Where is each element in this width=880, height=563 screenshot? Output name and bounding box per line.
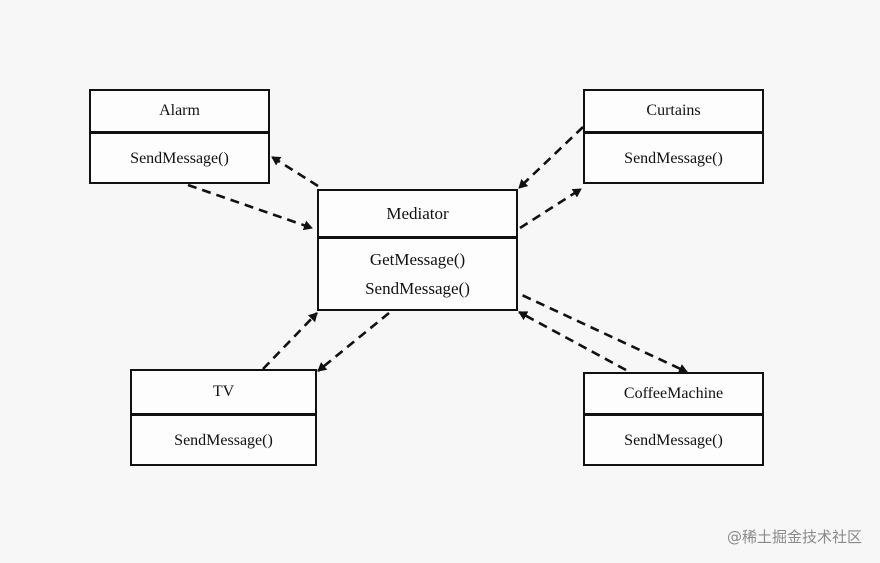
coffee-machine-op-send-message: SendMessage(): [624, 431, 723, 449]
coffee-machine-class-name: CoffeeMachine: [585, 374, 762, 416]
edge-alarm-to-mediator: [187, 183, 313, 231]
alarm-op-send-message: SendMessage(): [130, 149, 229, 167]
edges-layer: [187, 126, 688, 374]
edge-mediator-to-coffee: [508, 287, 688, 374]
edge-tv-to-mediator: [262, 312, 318, 370]
edge-mediator-to-alarm: [271, 155, 319, 188]
tv-class-name: TV: [132, 371, 315, 416]
tv-class-box[interactable]: TV SendMessage(): [130, 369, 317, 466]
curtains-class-box[interactable]: Curtains SendMessage(): [583, 89, 764, 184]
mediator-op-send-message: SendMessage(): [365, 279, 470, 298]
alarm-operations: SendMessage(): [91, 134, 268, 182]
mediator-class-name: Mediator: [319, 191, 516, 239]
curtains-operations: SendMessage(): [585, 134, 762, 182]
alarm-class-name: Alarm: [91, 91, 268, 134]
alarm-class-box[interactable]: Alarm SendMessage(): [89, 89, 270, 184]
edge-mediator-to-tv: [317, 311, 390, 373]
coffee-machine-operations: SendMessage(): [585, 416, 762, 464]
coffee-machine-class-box[interactable]: CoffeeMachine SendMessage(): [583, 372, 764, 466]
edge-mediator-to-curtains: [519, 187, 582, 230]
tv-operations: SendMessage(): [132, 416, 315, 464]
watermark-text: @稀土掘金技术社区: [726, 528, 862, 546]
mediator-operations: GetMessage() SendMessage(): [319, 239, 516, 309]
curtains-class-name: Curtains: [585, 91, 762, 134]
curtains-op-send-message: SendMessage(): [624, 149, 723, 167]
mediator-class-box[interactable]: Mediator GetMessage() SendMessage(): [317, 189, 518, 311]
tv-op-send-message: SendMessage(): [174, 431, 273, 449]
edge-curtains-to-mediator: [518, 126, 584, 189]
mediator-op-get-message: GetMessage(): [369, 250, 466, 269]
edge-coffee-to-mediator: [518, 310, 627, 372]
